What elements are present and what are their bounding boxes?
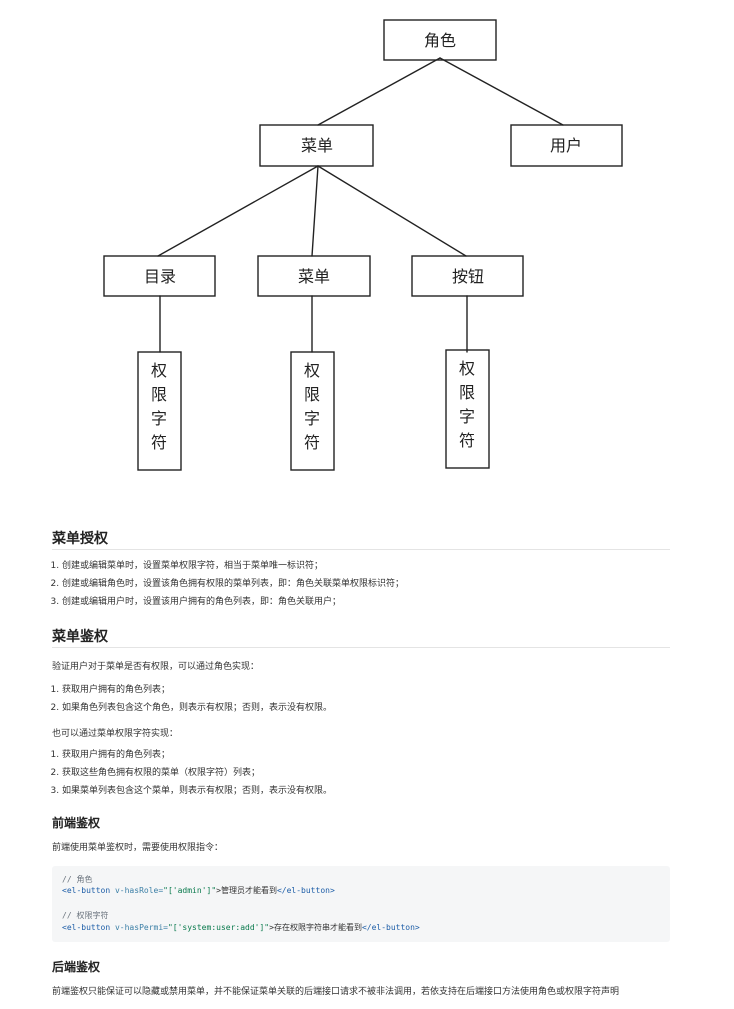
list-item: 如果角色列表包含这个角色，则表示有权限；否则，表示没有权限。 — [62, 699, 332, 717]
heading-backend-auth: 后端鉴权 — [52, 960, 101, 974]
heading-menu-permission-check: 菜单鉴权 — [52, 629, 108, 645]
node-menu: 菜单 — [301, 136, 333, 155]
code-tag: <el-button — [62, 923, 115, 932]
heading-menu-authorization: 菜单授权 — [52, 531, 108, 547]
perm-char: 符 — [459, 431, 475, 450]
node-box-perm-1 — [137, 351, 182, 471]
list-item: 创建或编辑角色时，设置该角色拥有权限的菜单列表，即：角色关联菜单权限标识符； — [62, 575, 404, 593]
paragraph-role-check: 验证用户对于菜单是否有权限，可以通过角色实现： — [52, 662, 260, 672]
paragraph-permission-char-check: 也可以通过菜单权限字符实现： — [52, 729, 179, 739]
menu-authorization-list: 创建或编辑菜单时，设置菜单权限字符，相当于菜单唯一标识符； 创建或编辑角色时，设… — [48, 557, 404, 611]
code-text: >管理员才能看到 — [216, 886, 277, 895]
perm-char: 限 — [304, 385, 320, 404]
code-line: <el-button v-hasRole="['admin']">管理员才能看到… — [62, 885, 335, 896]
code-text: >存在权限字符串才能看到 — [269, 923, 362, 932]
role-check-list: 获取用户拥有的角色列表； 如果角色列表包含这个角色，则表示有权限；否则，表示没有… — [48, 681, 332, 717]
node-button: 按钮 — [452, 267, 484, 286]
perm-char: 字 — [459, 407, 475, 426]
perm-char: 权 — [151, 361, 167, 380]
code-tag: <el-button — [62, 886, 115, 895]
node-box-button — [411, 255, 524, 297]
code-string: "['admin']" — [163, 886, 217, 895]
perm-char: 符 — [304, 433, 320, 452]
heading-frontend-auth: 前端鉴权 — [52, 816, 101, 830]
permission-char-check-list: 获取用户拥有的角色列表； 获取这些角色拥有权限的菜单（权限字符）列表； 如果菜单… — [48, 746, 332, 800]
perm-char: 限 — [459, 383, 475, 402]
perm-char: 字 — [151, 409, 167, 428]
node-box-role — [383, 19, 497, 61]
list-item: 创建或编辑菜单时，设置菜单权限字符，相当于菜单唯一标识符； — [62, 557, 404, 575]
list-item: 如果菜单列表包含这个菜单，则表示有权限；否则，表示没有权限。 — [62, 782, 332, 800]
code-tag: </el-button> — [276, 886, 335, 895]
list-item: 获取这些角色拥有权限的菜单（权限字符）列表； — [62, 764, 332, 782]
role-menu-tree-diagram: 角色 菜单 用户 目录 菜单 按钮 权 限 字 符 权 限 字 符 权 限 字 … — [103, 19, 623, 471]
node-box-perm-2 — [290, 351, 335, 471]
list-item: 获取用户拥有的角色列表； — [62, 746, 332, 764]
code-string: "['system:user:add']" — [167, 923, 270, 932]
node-role: 角色 — [424, 31, 456, 50]
code-attr: v-hasPermi= — [114, 923, 168, 932]
perm-char: 权 — [304, 361, 320, 380]
list-item: 获取用户拥有的角色列表； — [62, 681, 332, 699]
node-user: 用户 — [550, 136, 582, 155]
code-comment: // 权限字符 — [62, 911, 109, 920]
paragraph-backend-auth: 前端鉴权只能保证可以隐藏或禁用菜单，并不能保证菜单关联的后端接口请求不被非法调用… — [52, 987, 620, 997]
node-box-catalog — [103, 255, 216, 297]
perm-char: 限 — [151, 385, 167, 404]
heading-divider — [52, 549, 670, 550]
code-tag: </el-button> — [361, 923, 420, 932]
paragraph-frontend-auth: 前端使用菜单鉴权时，需要使用权限指令： — [52, 843, 224, 853]
edge-root-menu — [317, 57, 441, 126]
perm-char: 符 — [151, 433, 167, 452]
edge-menu-menu — [311, 165, 319, 257]
edge-menu-catalog — [157, 165, 319, 257]
node-box-submenu — [257, 255, 371, 297]
edge-root-user — [439, 57, 564, 126]
edge-menu-button — [317, 165, 467, 257]
node-box-user — [510, 124, 623, 167]
node-box-perm-3 — [445, 349, 490, 469]
node-submenu: 菜单 — [298, 267, 330, 286]
perm-char: 字 — [304, 409, 320, 428]
perm-char: 权 — [459, 359, 475, 378]
list-item: 创建或编辑用户时，设置该用户拥有的角色列表，即：角色关联用户； — [62, 593, 404, 611]
node-box-menu — [259, 124, 374, 167]
heading-divider — [52, 647, 670, 648]
code-comment: // 角色 — [62, 875, 93, 884]
code-line: <el-button v-hasPermi="['system:user:add… — [62, 922, 420, 933]
node-catalog: 目录 — [144, 267, 176, 286]
code-block: // 角色 <el-button v-hasRole="['admin']">管… — [52, 866, 670, 942]
code-attr: v-hasRole= — [114, 886, 164, 895]
